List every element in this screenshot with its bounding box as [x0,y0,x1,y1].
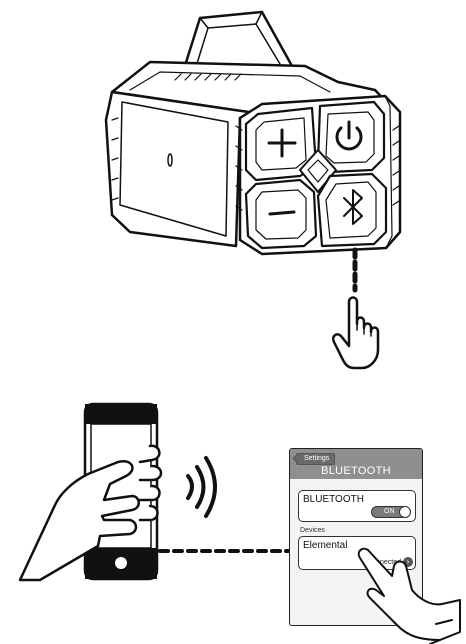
tapping-hand-icon [0,0,466,644]
